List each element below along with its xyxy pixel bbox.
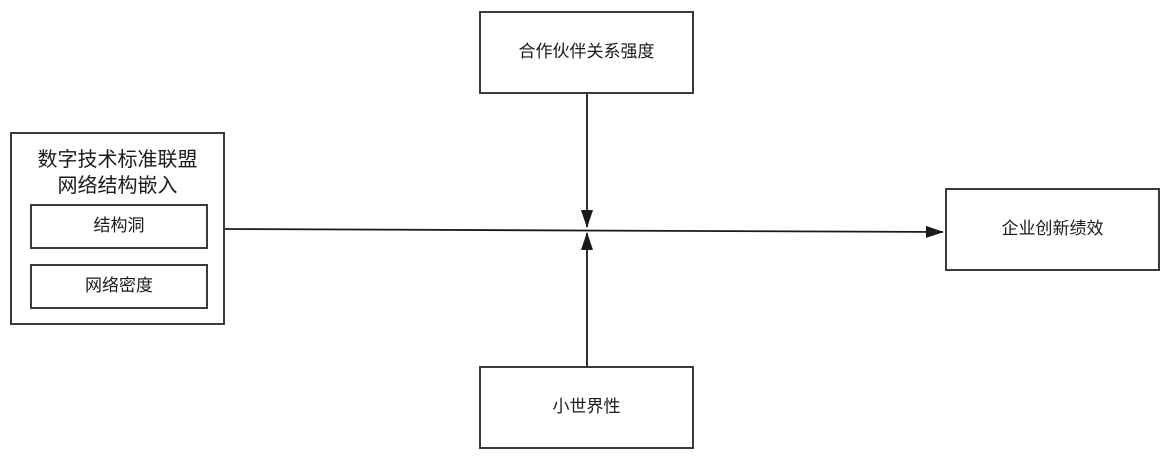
structural-holes-label: 结构洞	[93, 216, 145, 237]
moderator-partner-tie-strength-label: 合作伙伴关系强度	[518, 42, 655, 63]
independent-title-line-1: 数字技术标准联盟	[37, 147, 198, 171]
network-density-box: 网络密度	[30, 264, 208, 309]
independent-variable-title: 数字技术标准联盟 网络结构嵌入	[38, 146, 198, 198]
structural-holes-box: 结构洞	[30, 204, 208, 249]
independent-title-line-2: 网络结构嵌入	[57, 173, 178, 197]
network-density-label: 网络密度	[85, 276, 153, 297]
independent-variable-box: 数字技术标准联盟 网络结构嵌入 结构洞 网络密度	[10, 132, 225, 325]
moderator-small-world-box: 小世界性	[479, 366, 694, 449]
dependent-variable-label: 企业创新绩效	[1001, 219, 1104, 240]
moderator-small-world-label: 小世界性	[552, 397, 621, 418]
dependent-variable-box: 企业创新绩效	[945, 188, 1160, 271]
main-effect-arrow	[224, 225, 944, 238]
moderator-partner-tie-strength-box: 合作伙伴关系强度	[479, 11, 694, 94]
